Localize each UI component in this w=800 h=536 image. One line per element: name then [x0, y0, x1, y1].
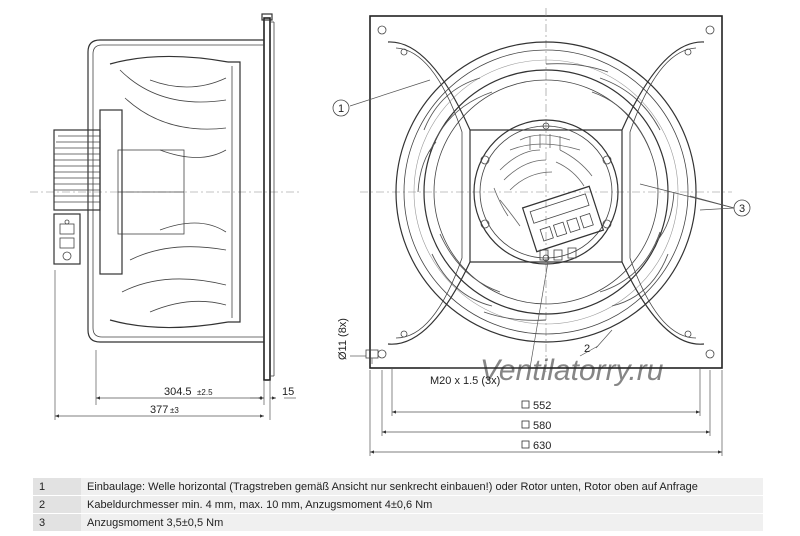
callout-3: 3 [639, 183, 751, 217]
dim-15: 15 [282, 386, 294, 398]
callout-1-label: 1 [338, 103, 344, 115]
dim-304-5: 304.5 [164, 386, 192, 398]
front-view [360, 8, 732, 372]
note-text: Anzugsmoment 3,5±0,5 Nm [81, 513, 763, 532]
technical-drawing: 304.5 ±2.5 377 ±3 15 [30, 8, 751, 456]
dim-552: 552 [533, 400, 551, 412]
note-text: Kabeldurchmesser min. 4 mm, max. 10 mm, … [81, 495, 763, 514]
notes-row: 3 Anzugsmoment 3,5±0,5 Nm [33, 513, 763, 532]
dim-304-5-tolerance: ±2.5 [197, 388, 213, 397]
callout-2-label: 2 [584, 343, 590, 355]
motor-fins [54, 135, 100, 203]
side-view: 304.5 ±2.5 377 ±3 15 [30, 13, 300, 420]
watermark: Ventilatorry.ru [480, 354, 664, 387]
hole-annotation: Ø11 (8x) [337, 318, 349, 360]
notes-table: 1 Einbaulage: Welle horizontal (Tragstre… [33, 478, 763, 532]
dim-377-tolerance: ±3 [170, 406, 179, 415]
front-dimensions: 552 580 630 [369, 368, 723, 456]
dim-580: 580 [533, 420, 551, 432]
dim-630: 630 [533, 440, 551, 452]
callout-2: 2 [579, 329, 613, 357]
note-text: Einbaulage: Welle horizontal (Tragstrebe… [81, 478, 763, 496]
support-struts [387, 41, 705, 345]
note-number: 1 [33, 478, 81, 496]
note-number: 3 [33, 513, 81, 532]
callout-1: 1 [332, 79, 431, 117]
notes-row: 1 Einbaulage: Welle horizontal (Tragstre… [33, 478, 763, 496]
dim-377: 377 [150, 404, 168, 416]
callout-3-label: 3 [739, 203, 745, 215]
notes-row: 2 Kabeldurchmesser min. 4 mm, max. 10 mm… [33, 495, 763, 514]
note-number: 2 [33, 495, 81, 514]
impeller-blades [417, 63, 675, 321]
electronics-heatsink [493, 134, 593, 227]
thread-annotation: M20 x 1.5 (3x) [430, 375, 500, 387]
